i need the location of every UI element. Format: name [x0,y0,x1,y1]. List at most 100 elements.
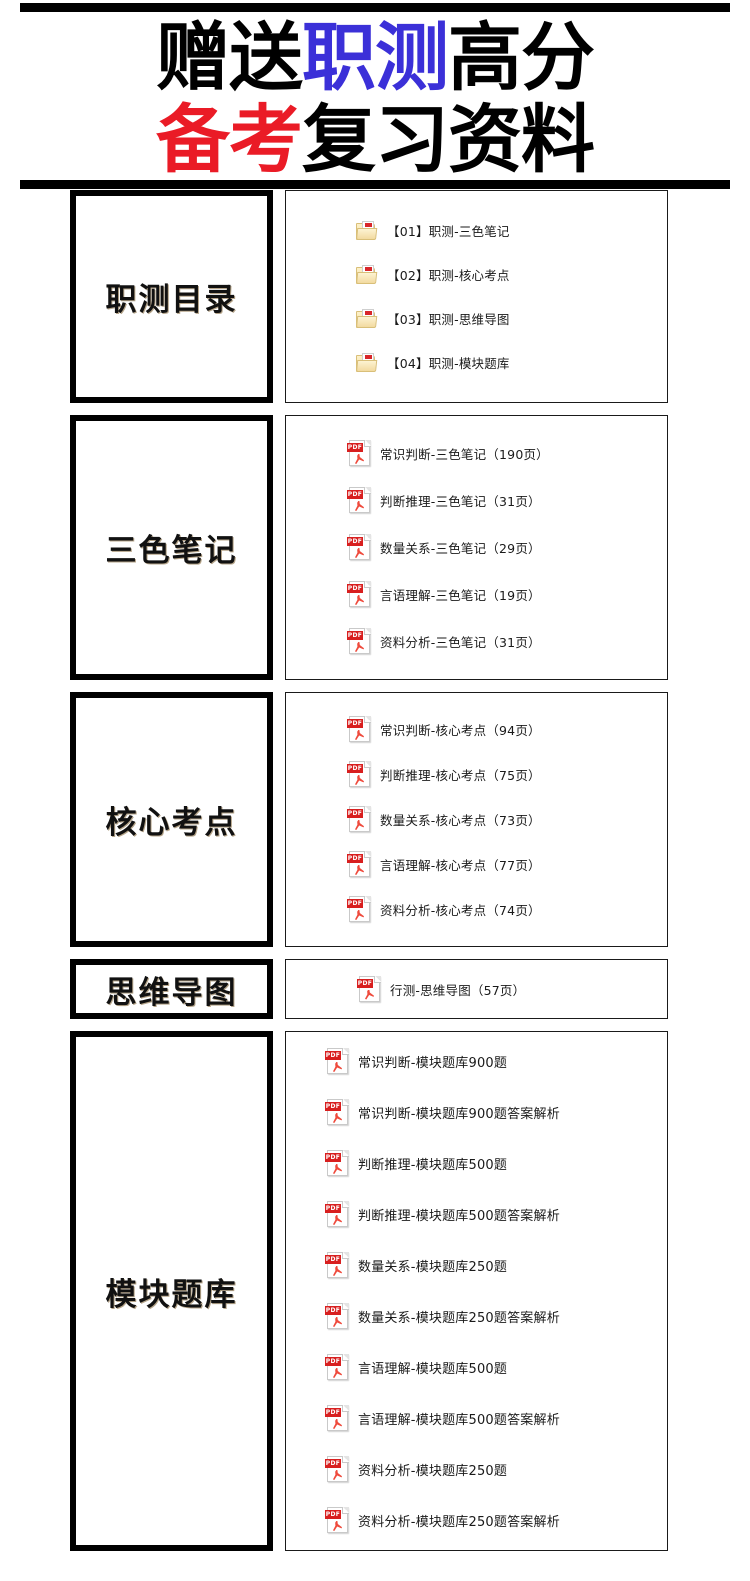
header-rule-top [20,3,730,12]
section-label-box: 三色笔记 [70,415,273,680]
title-segment-2: 高分 [448,15,595,101]
pdf-icon: PDF [347,716,371,743]
list-item[interactable]: PDF 资料分析-三色笔记（31页） [286,628,667,655]
list-item-label: 数量关系-模块题库250题 [358,1260,508,1275]
section-label: 核心考点 [105,805,238,841]
list-item-label: 判断推理-核心考点（75页） [380,768,541,783]
pdf-icon: PDF [325,1150,349,1177]
folder-icon [356,308,378,330]
pdf-icon: PDF [325,1099,349,1126]
list-item[interactable]: PDF 常识判断-模块题库900题 [286,1048,667,1075]
title-line-1: 赠送职测高分 [0,18,750,98]
list-item[interactable]: 【04】职测-模块题库 [286,352,667,374]
list-item-label: 【01】职测-三色笔记 [387,224,510,239]
title-segment-0: 赠送 [156,15,303,101]
list-item[interactable]: PDF 常识判断-三色笔记（190页） [286,440,667,467]
pdf-icon: PDF [325,1507,349,1534]
list-item[interactable]: PDF 判断推理-三色笔记（31页） [286,487,667,514]
pdf-icon: PDF [325,1201,349,1228]
section-label-box: 核心考点 [70,692,273,947]
pdf-icon: PDF [325,1405,349,1432]
page-header: 赠送职测高分 备考复习资料 [0,0,750,190]
page-title: 赠送职测高分 备考复习资料 [0,14,750,180]
list-item[interactable]: PDF 判断推理-模块题库500题答案解析 [286,1201,667,1228]
list-item-label: 判断推理-三色笔记（31页） [380,494,541,509]
list-item[interactable]: 【01】职测-三色笔记 [286,220,667,242]
section-1: 职测目录 【01】职测-三色笔记【02】职测-核心考点【03】职测-思维导图【04… [0,190,750,403]
pdf-icon: PDF [325,1303,349,1330]
list-item-label: 常识判断-模块题库900题答案解析 [358,1107,560,1122]
section-label: 职测目录 [105,282,238,318]
section-label-box: 模块题库 [70,1031,273,1551]
list-item[interactable]: PDF 资料分析-模块题库250题答案解析 [286,1507,667,1534]
pdf-icon: PDF [347,806,371,833]
pdf-icon: PDF [347,761,371,788]
header-rule-bottom [20,180,730,189]
pdf-icon: PDF [347,628,371,655]
list-item[interactable]: PDF 言语理解-核心考点（77页） [286,851,667,878]
list-item[interactable]: PDF 言语理解-模块题库500题 [286,1354,667,1381]
list-item[interactable]: PDF 判断推理-模块题库500题 [286,1150,667,1177]
list-item[interactable]: PDF 常识判断-核心考点（94页） [286,716,667,743]
section-file-list: PDF 常识判断-三色笔记（190页） PDF 判断推理-三色笔记（31页） PDF 数量… [285,415,668,680]
section-5: 模块题库 PDF 常识判断-模块题库900题 PDF 常识判断-模块题库900题答案解析… [0,1031,750,1551]
list-item[interactable]: PDF 言语理解-三色笔记（19页） [286,581,667,608]
list-item-label: 言语理解-核心考点（77页） [380,858,541,873]
title-segment-1: 职测 [302,15,449,101]
list-item-label: 资料分析-模块题库250题答案解析 [358,1515,560,1530]
list-item[interactable]: PDF 资料分析-核心考点（74页） [286,896,667,923]
pdf-icon: PDF [357,975,381,1003]
list-item[interactable]: PDF 常识判断-模块题库900题答案解析 [286,1099,667,1126]
pdf-icon: PDF [347,534,371,561]
pdf-icon: PDF [347,440,371,467]
section-list: 职测目录 【01】职测-三色笔记【02】职测-核心考点【03】职测-思维导图【04… [0,190,750,1563]
title-line-2: 备考复习资料 [0,100,750,180]
list-item[interactable]: PDF 数量关系-三色笔记（29页） [286,534,667,561]
list-item-label: 【03】职测-思维导图 [387,312,510,327]
list-item-label: 判断推理-模块题库500题答案解析 [358,1209,560,1224]
list-item-label: 言语理解-模块题库500题 [358,1362,508,1377]
title-segment-0: 备考 [156,97,303,183]
pdf-icon: PDF [347,487,371,514]
list-item[interactable]: 【02】职测-核心考点 [286,264,667,286]
list-item[interactable]: 【03】职测-思维导图 [286,308,667,330]
folder-icon [356,220,378,242]
list-item-label: 常识判断-三色笔记（190页） [380,447,549,462]
list-item-label: 言语理解-三色笔记（19页） [380,588,541,603]
list-item-label: 数量关系-模块题库250题答案解析 [358,1311,560,1326]
title-segment-1: 复习资料 [302,97,595,183]
list-item-label: 【04】职测-模块题库 [387,356,510,371]
pdf-icon: PDF [347,896,371,923]
list-item-label: 言语理解-模块题库500题答案解析 [358,1413,560,1428]
list-item[interactable]: PDF 数量关系-模块题库250题 [286,1252,667,1279]
folder-icon [356,264,378,286]
pdf-icon: PDF [325,1456,349,1483]
pdf-icon: PDF [347,851,371,878]
list-item-label: 常识判断-核心考点（94页） [380,723,541,738]
list-item[interactable]: PDF 言语理解-模块题库500题答案解析 [286,1405,667,1432]
list-item-label: 常识判断-模块题库900题 [358,1056,508,1071]
list-item[interactable]: PDF 数量关系-模块题库250题答案解析 [286,1303,667,1330]
pdf-icon: PDF [347,581,371,608]
list-item-label: 判断推理-模块题库500题 [358,1158,508,1173]
section-label: 思维导图 [105,974,238,1011]
folder-icon [356,352,378,374]
section-label-box: 职测目录 [70,190,273,403]
pdf-icon: PDF [325,1048,349,1075]
list-item-label: 资料分析-核心考点（74页） [380,903,541,918]
pdf-icon: PDF [325,1354,349,1381]
list-item-label: 数量关系-三色笔记（29页） [380,541,541,556]
list-item[interactable]: PDF 判断推理-核心考点（75页） [286,761,667,788]
pdf-icon: PDF [325,1252,349,1279]
list-item-label: 资料分析-三色笔记（31页） [380,635,541,650]
section-file-list: PDF 常识判断-模块题库900题 PDF 常识判断-模块题库900题答案解析 PDF 判… [285,1031,668,1551]
section-label: 模块题库 [105,1276,238,1313]
